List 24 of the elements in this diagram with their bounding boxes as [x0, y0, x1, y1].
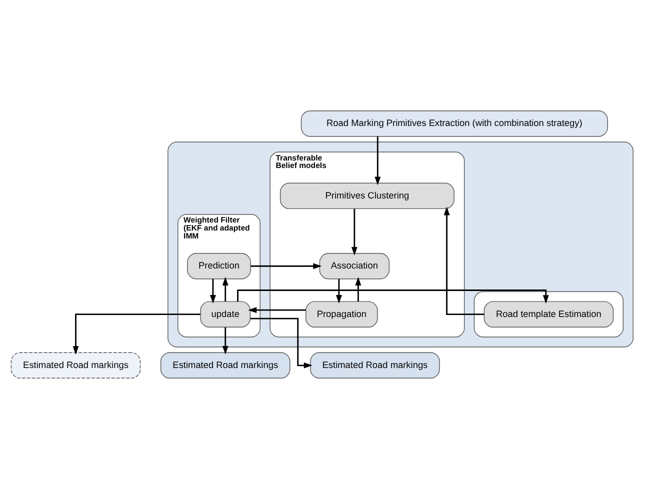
arrow: [237, 290, 549, 304]
node-box: Road Marking Primitives Extraction (with combination strategy): [300, 110, 608, 137]
arrow: [336, 279, 342, 304]
node-box: Primitives Clustering: [280, 182, 454, 210]
arrow: [374, 136, 381, 186]
arrow: [222, 327, 228, 354]
node-box: Estimated Road markings: [310, 352, 440, 379]
node-box: Prediction: [187, 253, 251, 280]
arrow: [222, 276, 228, 302]
arrow: [444, 206, 484, 316]
arrow: [250, 263, 322, 270]
node-box: Road template Estimation: [484, 301, 614, 328]
node-box: Estimated Road markings: [10, 352, 141, 379]
node-box: Estimated Road markings: [160, 352, 290, 379]
cluster: [474, 291, 624, 338]
arrow: [355, 276, 362, 302]
arrow: [351, 208, 358, 256]
arrow: [250, 318, 312, 368]
arrow: [210, 279, 216, 304]
node-box: Propagation: [306, 301, 378, 328]
node-box: update: [200, 301, 251, 328]
arrow: [248, 307, 306, 314]
node-box: Association: [319, 253, 390, 280]
arrow: [72, 314, 200, 355]
